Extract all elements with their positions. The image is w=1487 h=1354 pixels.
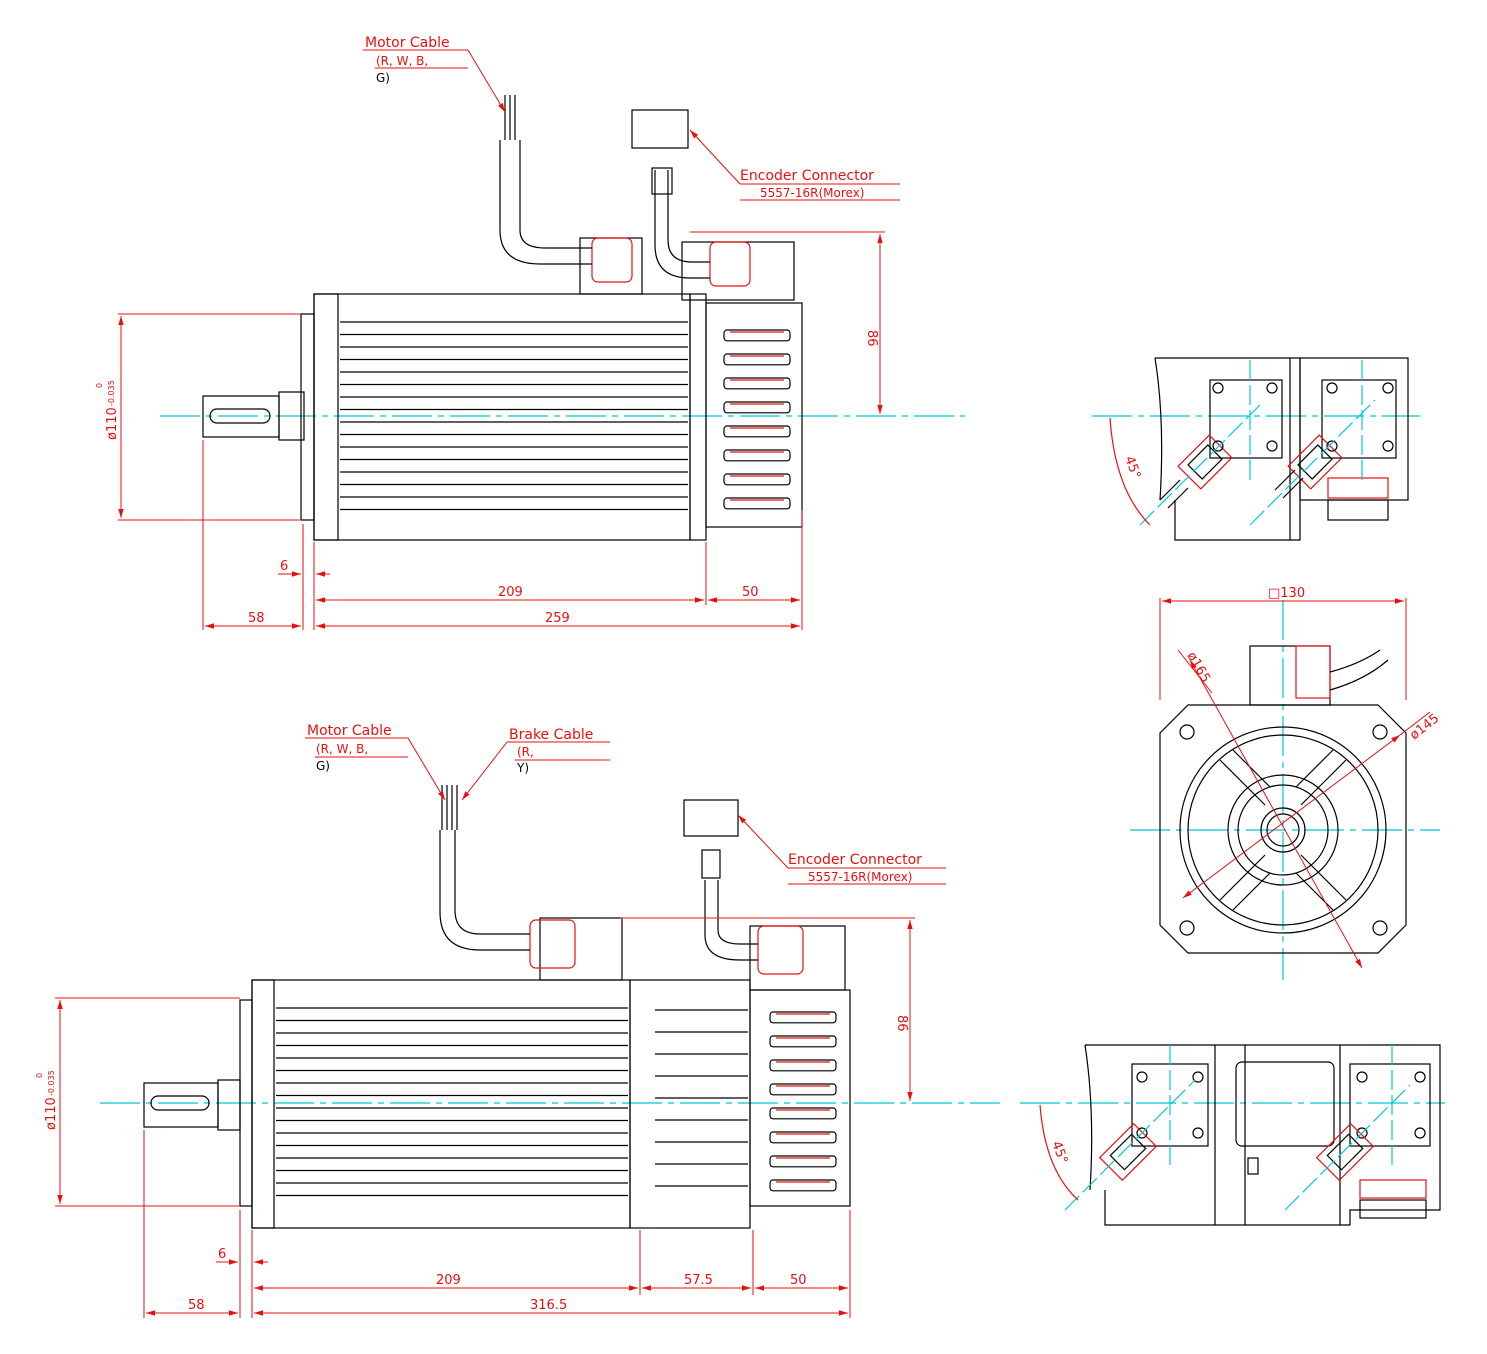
bottom-brake-fins — [655, 1009, 748, 1187]
bottom-dimensions — [55, 737, 946, 1318]
front-dim-square-130: □130 — [1268, 586, 1305, 601]
top-motor-cable-colors: (R, W, B, — [376, 54, 428, 68]
front-gland — [1295, 645, 1331, 699]
bottom-dim-6: 6 — [218, 1247, 226, 1262]
rear-gland-2 — [1287, 434, 1343, 490]
top-encoder-slots — [723, 329, 791, 510]
top-side-view — [160, 95, 965, 541]
bottom-side-view — [100, 785, 1000, 1229]
bottom-slot-3 — [769, 1083, 837, 1096]
bottom-dim-86: 86 — [894, 1015, 909, 1032]
top-dimensions — [118, 49, 900, 630]
bottom-dim-tol-upper: 0 — [35, 1073, 44, 1078]
top-rear-plate — [689, 293, 707, 541]
top-encoder-connector-part: 5557-16R(Morex) — [760, 186, 864, 200]
bottom-motor-body — [251, 979, 631, 1229]
bottom-slot-5 — [769, 1131, 837, 1144]
bottom-brake-housing — [629, 979, 751, 1229]
top-encoder-cable — [654, 170, 710, 279]
top-front-flange — [300, 313, 315, 521]
bottom-gland-2 — [757, 925, 804, 975]
top-slot-7 — [723, 497, 791, 510]
front-flange-square — [1159, 704, 1407, 954]
bottom-angle-45: 45° — [1048, 1139, 1070, 1166]
bottom-dim-diameter: ø110 — [44, 1097, 59, 1130]
rear-box-2 — [1321, 379, 1397, 459]
bottom-slot-1 — [769, 1035, 837, 1048]
top-dim-6: 6 — [280, 559, 288, 574]
bottom-encoder-cable — [704, 880, 758, 961]
bottom-dim-316-5: 316.5 — [530, 1298, 567, 1313]
bottom-dim-50: 50 — [790, 1273, 807, 1288]
bottom-rear-view — [1020, 1044, 1445, 1226]
bottom-slot-0 — [769, 1011, 837, 1024]
bottom-slot-4 — [769, 1107, 837, 1120]
bottom-dim-209: 209 — [436, 1273, 461, 1288]
bottom-motor-cable-title: Motor Cable — [307, 723, 392, 739]
top-motor-cable-title: Motor Cable — [365, 35, 450, 51]
top-dimension-text: Motor Cable (R, W, B, G) Encoder Connect… — [95, 35, 879, 626]
top-encoder-plug — [631, 109, 689, 149]
top-slot-1 — [723, 353, 791, 366]
top-front-plate — [313, 293, 339, 541]
top-dim-86: 86 — [864, 330, 879, 347]
top-gland-2 — [709, 241, 751, 287]
top-motor-body — [313, 293, 691, 541]
top-dim-50: 50 — [742, 585, 759, 600]
front-dim-165: ø165 — [1184, 650, 1213, 686]
bottom-encoder-plug — [683, 799, 739, 837]
top-shaft-key — [209, 408, 271, 424]
bottom-brake-cable-title: Brake Cable — [509, 727, 593, 743]
bottom-brake-cable-colors: (R, — [517, 745, 534, 759]
bottom-dim-57-5: 57.5 — [684, 1273, 713, 1288]
top-dim-259: 259 — [545, 611, 570, 626]
bottom-encoder-connector-title: Encoder Connector — [788, 852, 922, 868]
bottom-encoder-slots — [769, 1011, 837, 1192]
top-dim-209: 209 — [498, 585, 523, 600]
bottom-dimension-text: Motor Cable (R, W, B, G) Brake Cable (R,… — [35, 723, 922, 1313]
bottom-slot-7 — [769, 1179, 837, 1192]
bottom-slot-2 — [769, 1059, 837, 1072]
top-rear-view — [1092, 357, 1420, 541]
top-dim-tol-lower: -0.035 — [107, 380, 116, 406]
top-angle-45: 45° — [1121, 454, 1143, 481]
rear-box-1 — [1209, 379, 1283, 459]
bottom-shaft — [143, 1082, 219, 1128]
rear-gland-1 — [1177, 434, 1233, 490]
top-slot-3 — [723, 401, 791, 414]
top-dim-58: 58 — [248, 611, 265, 626]
bottom-brake-cable-y: Y) — [516, 761, 529, 775]
top-terminal-box-1 — [579, 237, 643, 295]
top-slot-5 — [723, 449, 791, 462]
top-dim-tol-upper: 0 — [95, 383, 104, 388]
bottom-body-fins — [276, 1007, 628, 1197]
top-slot-2 — [723, 377, 791, 390]
top-slot-4 — [723, 425, 791, 438]
bottom-gland-1 — [529, 919, 576, 969]
rear-brake-box-2 — [1349, 1063, 1431, 1147]
bottom-dim-tol-lower: -0.035 — [47, 1070, 56, 1096]
top-motor-cable — [499, 140, 592, 265]
front-dimensions — [1159, 598, 1431, 969]
top-dim-diameter: ø110 — [105, 407, 120, 440]
top-motor-cable-ground: G) — [376, 71, 390, 85]
bottom-dim-58: 58 — [188, 1298, 205, 1313]
top-body-fins — [340, 321, 688, 511]
bottom-motor-cable-ground: G) — [316, 759, 330, 773]
top-slot-6 — [723, 473, 791, 486]
bottom-encoder-connector-part: 5557-16R(Morex) — [808, 870, 912, 884]
top-encoder-housing — [705, 302, 803, 528]
bottom-motor-cable — [439, 830, 530, 951]
top-gland-1 — [591, 237, 633, 283]
top-shaft-collar — [278, 391, 305, 441]
front-view — [1130, 600, 1440, 980]
bottom-motor-cable-colors: (R, W, B, — [316, 742, 368, 756]
top-terminal-box-2 — [681, 241, 795, 301]
bottom-slot-6 — [769, 1155, 837, 1168]
top-slot-0 — [723, 329, 791, 342]
top-encoder-connector-title: Encoder Connector — [740, 168, 874, 184]
